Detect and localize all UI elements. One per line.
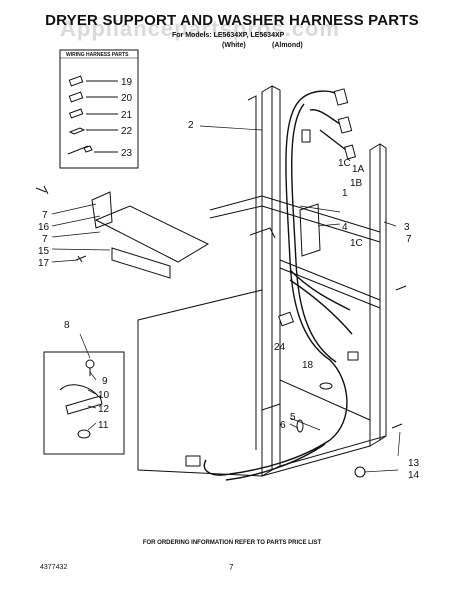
color-label-almond: (Almond) — [272, 42, 303, 49]
ordering-note: FOR ORDERING INFORMATION REFER TO PARTS … — [142, 540, 322, 546]
callout-19: 19 — [121, 77, 133, 88]
callout-21: 21 — [121, 110, 133, 121]
callout-24: 24 — [274, 342, 286, 353]
callout-6: 6 — [280, 420, 286, 431]
part-21-shape — [69, 108, 84, 119]
part-19-shape — [68, 75, 84, 87]
inset-title: WIRING HARNESS PARTS — [66, 52, 129, 58]
callout-3: 3 — [404, 222, 410, 233]
callout-7-mid: 7 — [42, 234, 48, 245]
fasteners — [35, 185, 407, 478]
color-label-white: (White) — [222, 42, 246, 49]
leader-lines — [51, 125, 401, 473]
part-20-shape — [68, 91, 84, 103]
callout-7-top: 7 — [42, 210, 48, 221]
harness-connectors — [185, 88, 359, 467]
wiring-harness — [203, 90, 353, 481]
page-title: DRYER SUPPORT AND WASHER HARNESS PARTS — [45, 12, 419, 29]
callout-13: 13 — [408, 458, 420, 469]
callout-5: 5 — [290, 412, 296, 423]
callout-23: 23 — [121, 148, 133, 159]
page-number: 7 — [229, 563, 234, 572]
callout-16: 16 — [38, 222, 50, 233]
callout-9: 9 — [102, 376, 108, 387]
part-8-inset — [43, 351, 125, 455]
callout-15: 15 — [38, 246, 50, 257]
callout-1: 1 — [342, 188, 348, 199]
callout-10: 10 — [98, 390, 110, 401]
support-frame — [91, 85, 387, 477]
callout-20: 20 — [121, 93, 133, 104]
callout-22: 22 — [121, 126, 133, 137]
part-23-shape — [67, 145, 93, 155]
callout-18: 18 — [302, 360, 314, 371]
part-22-shape — [68, 127, 86, 135]
callout-7-right: 7 — [406, 234, 412, 245]
document-number: 4377432 — [40, 564, 68, 571]
callout-1b: 1B — [350, 178, 363, 189]
callout-8: 8 — [64, 320, 70, 331]
callout-11: 11 — [98, 420, 109, 431]
models-line: For Models: LE5634XP, LE5634XP — [172, 32, 285, 39]
callout-1a: 1A — [352, 164, 365, 175]
callout-1c-bottom: 1C — [350, 238, 363, 249]
callout-14: 14 — [408, 470, 420, 481]
callout-12: 12 — [98, 404, 110, 415]
callout-2: 2 — [188, 120, 194, 131]
callout-17: 17 — [38, 258, 50, 269]
callout-4: 4 — [342, 222, 348, 233]
wiring-harness-inset: WIRING HARNESS PARTS 19 20 21 22 23 — [59, 49, 139, 169]
callout-1c-top: 1C — [338, 158, 351, 169]
